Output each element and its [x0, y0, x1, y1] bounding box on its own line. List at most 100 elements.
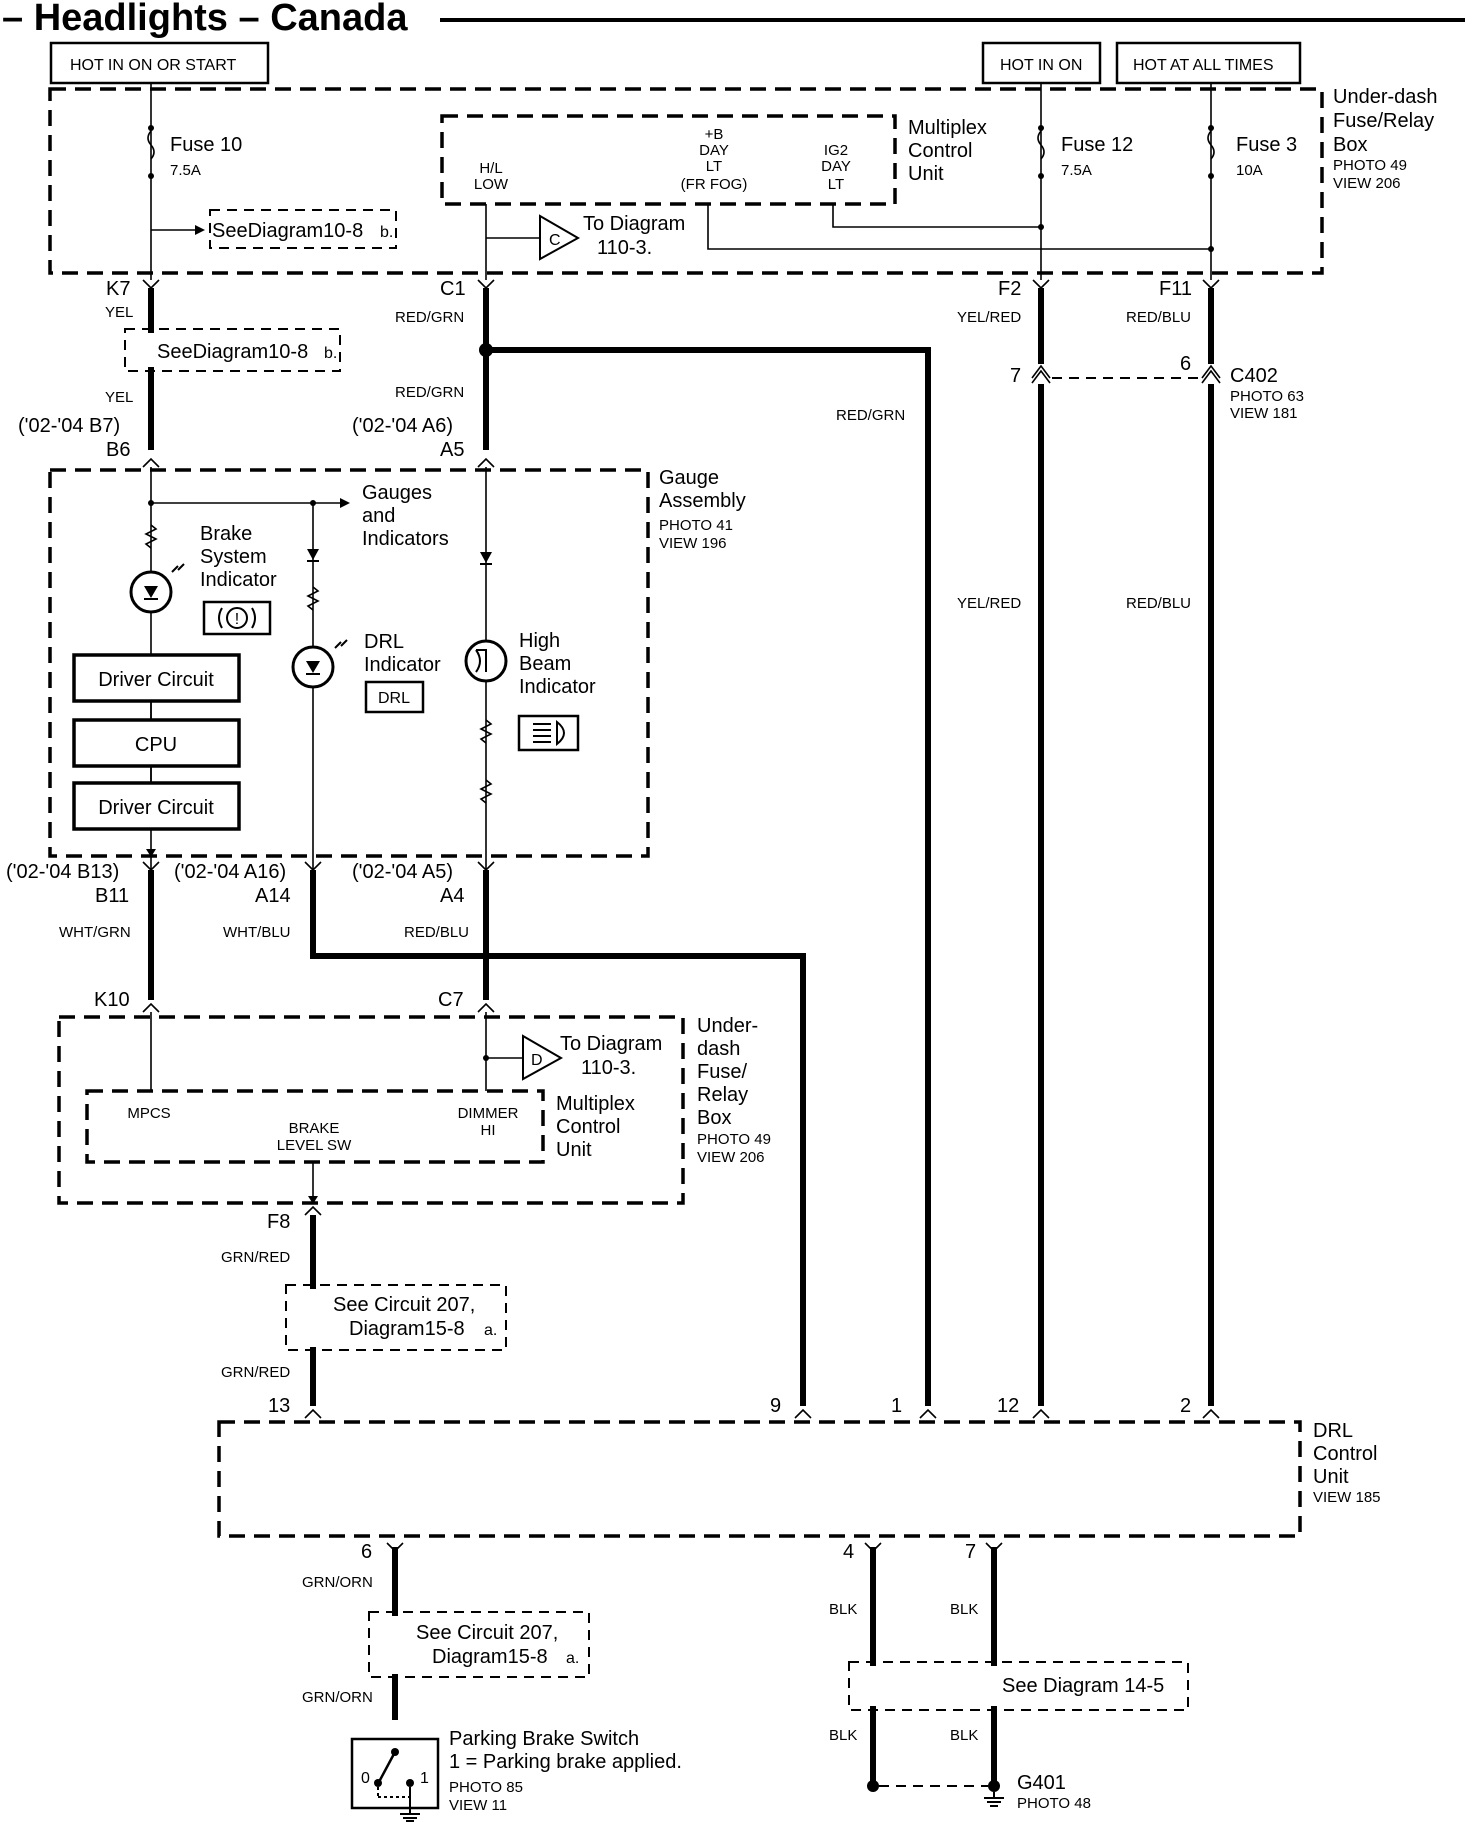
svg-text:YEL/RED: YEL/RED [957, 309, 1021, 326]
svg-text:GRN/RED: GRN/RED [221, 1249, 290, 1266]
connector-labels-gauge-in: ('02-'04 B7) B6 ('02-'04 A6) A5 [18, 415, 495, 468]
ground-g401: G401 PHOTO 48 [867, 1772, 1091, 1812]
fuse-box-bottom-label: Under- dash Fuse/ Relay Box PHOTO 49 VIE… [697, 1015, 771, 1166]
svg-text:DIMMER: DIMMER [458, 1105, 519, 1122]
fuse-box-top-label: Under-dash Fuse/Relay Box PHOTO 49 VIEW … [1333, 86, 1438, 192]
driver-circuit-top: Driver Circuit [72, 653, 241, 703]
svg-text:PHOTO 49: PHOTO 49 [697, 1131, 771, 1148]
svg-text:F8: F8 [267, 1211, 290, 1233]
power-label-hot-in-on-or-start: HOT IN ON OR START [49, 41, 270, 85]
svg-text:WHT/GRN: WHT/GRN [59, 924, 131, 941]
svg-text:Relay: Relay [697, 1084, 748, 1106]
svg-text:Diagram15-8: Diagram15-8 [349, 1318, 465, 1340]
svg-text:1: 1 [420, 1770, 429, 1787]
fuse-box-bottom-border [57, 1015, 685, 1205]
brake-system-indicator: Brake System Indicator [129, 523, 277, 614]
svg-text:PHOTO 48: PHOTO 48 [1017, 1795, 1091, 1812]
svg-text:BRAKE: BRAKE [289, 1120, 340, 1137]
connector-labels-box2-in: K10 C7 [94, 989, 495, 1013]
svg-text:Under-: Under- [697, 1015, 758, 1037]
driver-circuit-bottom: Driver Circuit [72, 781, 241, 831]
see-circuit-207-upper: See Circuit 207, Diagram15-8 a. [285, 1284, 507, 1351]
svg-text:Driver Circuit: Driver Circuit [98, 797, 214, 819]
svg-text:+B: +B [705, 126, 724, 143]
connector-f8: F8 [267, 1205, 322, 1233]
page-title: – Headlights – Canada [2, 0, 408, 39]
svg-text:GRN/ORN: GRN/ORN [302, 1689, 373, 1706]
see-diagram-10-8b-top: SeeDiagram10-8 b. [209, 209, 397, 249]
svg-text:LT: LT [828, 176, 844, 193]
svg-text:System: System [200, 546, 267, 568]
svg-text:See Circuit 207,: See Circuit 207, [416, 1622, 558, 1644]
svg-text:Gauge: Gauge [659, 467, 719, 489]
fuse-10: Fuse 10 7.5A [147, 125, 242, 179]
svg-text:Diagram15-8: Diagram15-8 [432, 1646, 548, 1668]
svg-text:('02-'04 B13): ('02-'04 B13) [6, 861, 119, 883]
cpu-block: CPU [72, 718, 241, 768]
wire-labels-lower: GRN/ORN GRN/ORN BLK BLK BLK BLK [302, 1574, 978, 1744]
svg-text:Indicator: Indicator [364, 654, 441, 676]
svg-text:High: High [519, 630, 560, 652]
svg-text:See Diagram 14-5: See Diagram 14-5 [1002, 1675, 1164, 1697]
svg-text:Fuse 12: Fuse 12 [1061, 134, 1133, 156]
svg-text:(FR FOG): (FR FOG) [681, 176, 748, 193]
svg-text:Unit: Unit [556, 1139, 592, 1161]
svg-text:VIEW 196: VIEW 196 [659, 535, 727, 552]
fuse-box-top-border [48, 87, 1324, 275]
svg-text:RED/BLU: RED/BLU [1126, 595, 1191, 612]
svg-text:C402: C402 [1230, 365, 1278, 387]
svg-text:7: 7 [1010, 365, 1021, 387]
svg-text:DRL: DRL [1313, 1420, 1353, 1442]
connector-labels-top: K7 C1 F2 F11 [106, 278, 1192, 300]
svg-text:a.: a. [484, 1322, 497, 1339]
svg-text:Assembly: Assembly [659, 490, 746, 512]
svg-text:('02-'04 A6): ('02-'04 A6) [352, 415, 453, 437]
svg-text:B11: B11 [95, 885, 129, 907]
svg-text:C7: C7 [438, 989, 464, 1011]
see-circuit-207-lower: See Circuit 207, Diagram15-8 a. [368, 1611, 590, 1678]
to-diagram-top-num: 110-3. [597, 237, 652, 259]
svg-text:9: 9 [770, 1395, 781, 1417]
svg-text:A14: A14 [255, 885, 291, 907]
svg-text:G401: G401 [1017, 1772, 1066, 1794]
svg-text:PHOTO 49: PHOTO 49 [1333, 157, 1407, 174]
to-diagram-bottom: To Diagram [560, 1033, 662, 1055]
svg-text:('02-'04 A16): ('02-'04 A16) [174, 861, 286, 883]
drl-control-unit-label: DRL Control Unit VIEW 185 [1313, 1420, 1381, 1506]
main-wires [148, 288, 1214, 1786]
svg-text:Fuse 10: Fuse 10 [170, 134, 242, 156]
svg-text:DRL: DRL [378, 690, 410, 707]
drl-unit-output-pins: 6 4 7 [361, 1541, 1003, 1563]
svg-text:VIEW 181: VIEW 181 [1230, 405, 1298, 422]
to-diagram-bottom-num: 110-3. [581, 1057, 636, 1079]
svg-text:YEL: YEL [105, 304, 133, 321]
svg-text:PHOTO 63: PHOTO 63 [1230, 388, 1304, 405]
mcu-bottom-border [85, 1089, 545, 1164]
svg-text:Fuse/: Fuse/ [697, 1061, 747, 1083]
svg-text:HOT IN ON OR START: HOT IN ON OR START [70, 57, 236, 74]
connector-labels-gauge-out: ('02-'04 B13) B11 ('02-'04 A16) A14 ('02… [6, 861, 495, 907]
svg-text:RED/GRN: RED/GRN [836, 407, 905, 424]
brake-warning-symbol: ! [202, 600, 272, 636]
svg-text:F11: F11 [1159, 278, 1192, 300]
svg-text:Brake: Brake [200, 523, 252, 545]
svg-text:H/L: H/L [479, 160, 502, 177]
svg-text:a.: a. [566, 1650, 579, 1667]
svg-text:('02-'04 A5): ('02-'04 A5) [352, 861, 453, 883]
svg-text:YEL: YEL [105, 389, 133, 406]
svg-text:YEL/RED: YEL/RED [957, 595, 1021, 612]
svg-text:GRN/ORN: GRN/ORN [302, 1574, 373, 1591]
to-diagram-top: To Diagram [583, 213, 685, 235]
svg-text:10A: 10A [1236, 162, 1263, 179]
connector-c-marker: C [539, 214, 581, 261]
svg-text:PHOTO 41: PHOTO 41 [659, 517, 733, 534]
svg-text:SeeDiagram10-8: SeeDiagram10-8 [212, 220, 363, 242]
svg-text:BLK: BLK [950, 1727, 978, 1744]
svg-text:MPCS: MPCS [127, 1105, 170, 1122]
svg-text:b.: b. [324, 345, 337, 362]
svg-text:HOT IN ON: HOT IN ON [1000, 57, 1082, 74]
svg-text:SeeDiagram10-8: SeeDiagram10-8 [157, 341, 308, 363]
svg-text:BLK: BLK [829, 1601, 857, 1618]
svg-text:B6: B6 [106, 439, 130, 461]
svg-text:Control: Control [556, 1116, 620, 1138]
